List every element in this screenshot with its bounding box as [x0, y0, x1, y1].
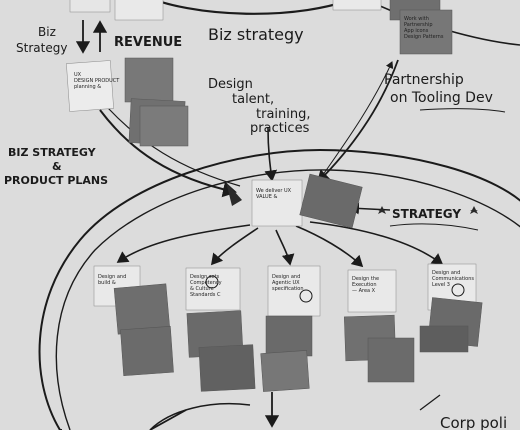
doodle-face-col3 — [299, 289, 313, 303]
arrow-design-talent — [264, 127, 278, 182]
note-col1-b — [113, 283, 171, 335]
label-partnership-line2: on Tooling Dev — [390, 90, 493, 106]
label-design-line4: practices — [250, 121, 310, 136]
label-bsp-line1: BIZ STRATEGY — [8, 146, 97, 159]
bottom-arc — [149, 402, 251, 430]
note-col4-c — [367, 337, 415, 383]
note-col4-a — [347, 269, 397, 313]
fan-arrow-5 — [309, 221, 444, 265]
note-col3-b — [265, 315, 313, 357]
label-bsp-line3: PRODUCT PLANS — [4, 174, 108, 187]
fan-arrow-2 — [210, 227, 259, 266]
arrow-corp — [419, 394, 441, 411]
label-partnership: Partnership on Tooling Dev — [384, 72, 506, 113]
note-center — [251, 179, 303, 227]
label-biz-left-line1: Biz — [38, 25, 56, 39]
label-partnership-line1: Partnership — [384, 72, 464, 88]
top-loop — [151, 0, 353, 15]
fan-arrow-4 — [295, 225, 364, 268]
note-top-1 — [69, 0, 111, 13]
note-top-3 — [332, 0, 382, 11]
label-strategy: STRATEGY — [392, 207, 461, 221]
label-biz-left-line2: Strategy — [16, 41, 67, 55]
note-left-4 — [139, 105, 189, 147]
note-col3-c — [260, 350, 310, 392]
doodle-face-col2 — [205, 275, 219, 289]
arrow-partnership — [316, 59, 399, 184]
note-left-ux — [66, 60, 114, 112]
fan-arrow-1 — [116, 224, 251, 263]
label-corp-policy: Corp poli — [440, 414, 507, 430]
note-col2-a — [185, 267, 241, 311]
strategy-underline — [389, 223, 479, 231]
note-top-5 — [399, 9, 453, 55]
label-design-line2: talent, — [232, 92, 274, 107]
note-col3-a — [267, 265, 321, 317]
main-loop-inner — [55, 169, 520, 430]
center-pen — [226, 182, 242, 206]
arrow-partnership-back — [317, 61, 394, 183]
note-col5-c — [419, 325, 469, 353]
label-revenue: REVENUE — [114, 35, 182, 50]
label-design-line3: training, — [256, 107, 311, 122]
doodle-face-col5 — [451, 283, 465, 297]
label-biz-strategy-product: BIZ STRATEGY & PRODUCT PLANS — [4, 146, 108, 187]
label-biz-strategy-left: Biz Strategy — [16, 25, 67, 55]
note-col1-c — [120, 326, 174, 376]
note-center-dark — [299, 173, 363, 229]
fan-arrow-3 — [275, 229, 295, 266]
strategy-star-left — [378, 206, 386, 214]
strategy-star-right — [470, 206, 478, 214]
label-design-line1: Design — [208, 77, 253, 92]
arrow-plans-2 — [107, 107, 241, 187]
label-biz-strategy-top: Biz strategy — [208, 25, 304, 44]
arrow-diagonal-bl — [149, 409, 187, 430]
partnership-underline — [419, 108, 506, 113]
note-col2-c — [198, 344, 256, 392]
note-left-2 — [124, 57, 174, 103]
label-design-talent: Design talent, training, practices — [208, 77, 311, 136]
arrow-plans — [99, 109, 237, 198]
note-top-2 — [114, 0, 164, 21]
label-bsp-line2: & — [52, 160, 62, 173]
